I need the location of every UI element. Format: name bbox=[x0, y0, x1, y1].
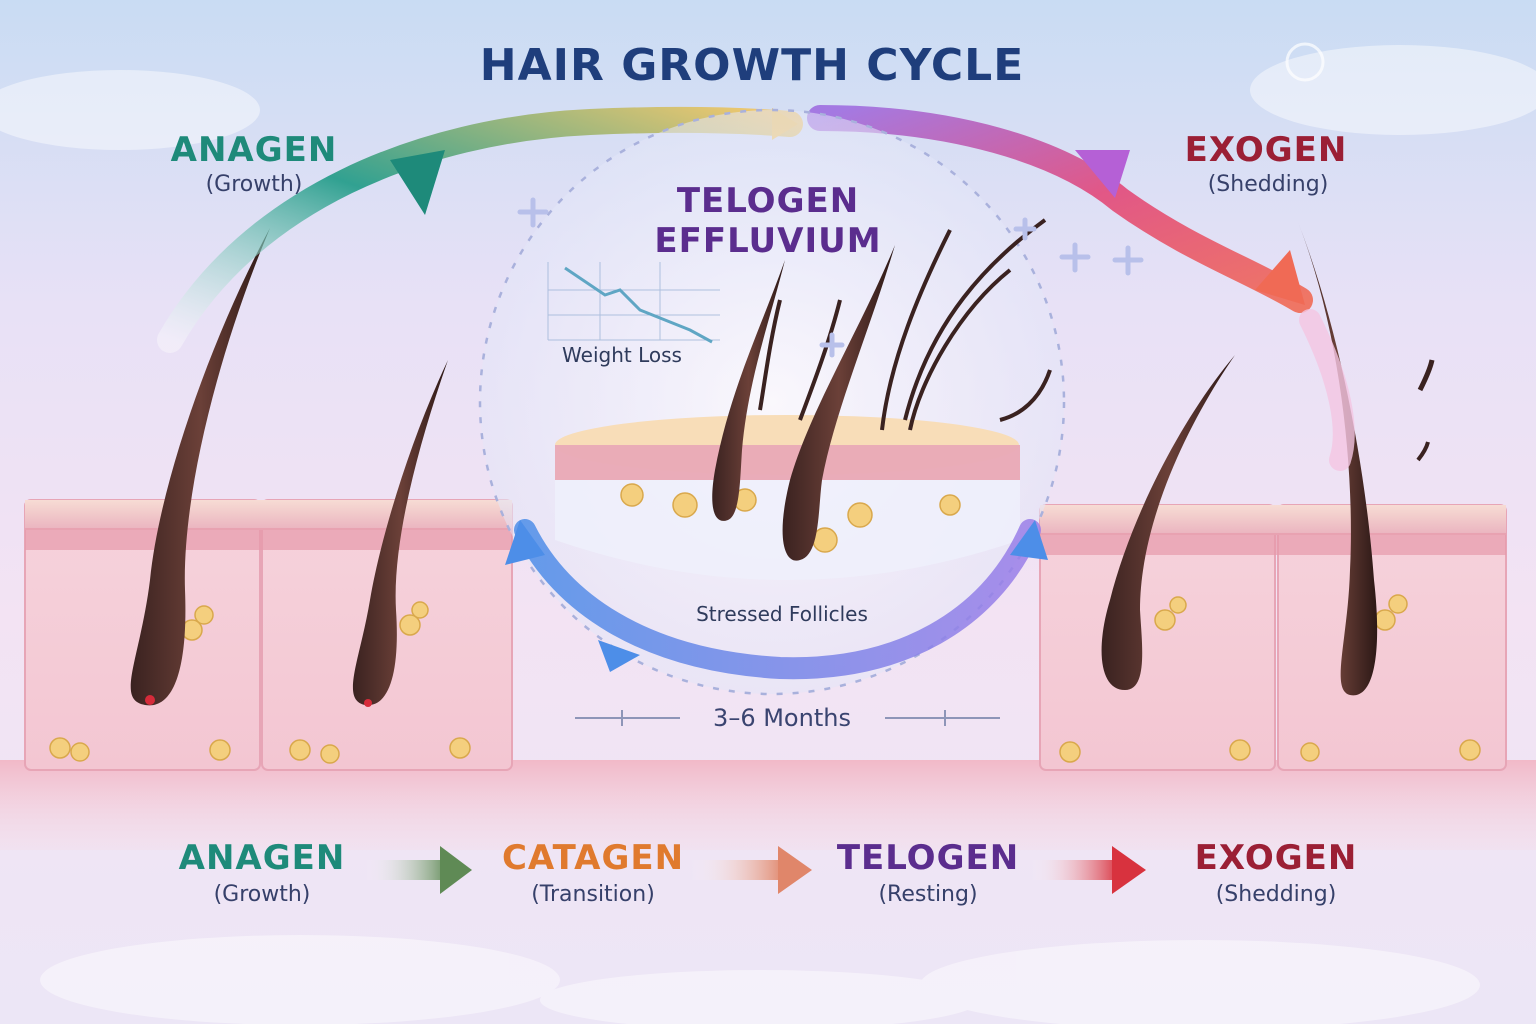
weight-loss-trend-line bbox=[564, 266, 713, 344]
phase-anagen-name: ANAGEN bbox=[178, 838, 346, 878]
right-skin-blocks bbox=[1039, 504, 1507, 771]
page-title: HAIR GROWTH CYCLE bbox=[479, 40, 1025, 91]
top-anagen-desc: (Growth) bbox=[205, 172, 303, 197]
phase-catagen-name: CATAGEN bbox=[501, 838, 685, 878]
skin-base-layer bbox=[0, 760, 1536, 850]
exogen-hair-strands bbox=[1101, 222, 1435, 696]
left-skin-blocks bbox=[24, 499, 513, 771]
duration-label: 3–6 Months bbox=[713, 704, 851, 732]
telogen-effluvium-title-line2: EFFLUVIUM bbox=[654, 221, 882, 261]
weight-loss-graph bbox=[547, 262, 720, 341]
phase-catagen-desc: (Transition) bbox=[531, 882, 655, 907]
phase-telogen-name: TELOGEN bbox=[836, 838, 1020, 878]
stressed-follicles-patch bbox=[555, 218, 1052, 580]
bottom-flow-arrows bbox=[365, 846, 1146, 894]
phase-anagen-desc: (Growth) bbox=[213, 882, 311, 907]
stressed-follicles-caption: Stressed Follicles bbox=[696, 602, 868, 626]
anagen-hair-strands bbox=[130, 228, 448, 707]
top-exogen-label: EXOGEN bbox=[1184, 130, 1348, 170]
phase-telogen-desc: (Resting) bbox=[878, 882, 978, 907]
top-anagen-label: ANAGEN bbox=[170, 130, 338, 170]
arc-telogen-return bbox=[514, 519, 1041, 680]
telogen-effluvium-title-line1: TELOGEN bbox=[676, 181, 860, 221]
sparkle-icons bbox=[517, 197, 1144, 358]
phase-exogen-desc: (Shedding) bbox=[1215, 882, 1337, 907]
top-exogen-desc: (Shedding) bbox=[1207, 172, 1329, 197]
duration-line bbox=[575, 710, 1000, 726]
phase-exogen-name: EXOGEN bbox=[1194, 838, 1358, 878]
sun-decoration bbox=[1285, 42, 1325, 82]
weight-loss-label: Weight Loss bbox=[562, 343, 682, 367]
